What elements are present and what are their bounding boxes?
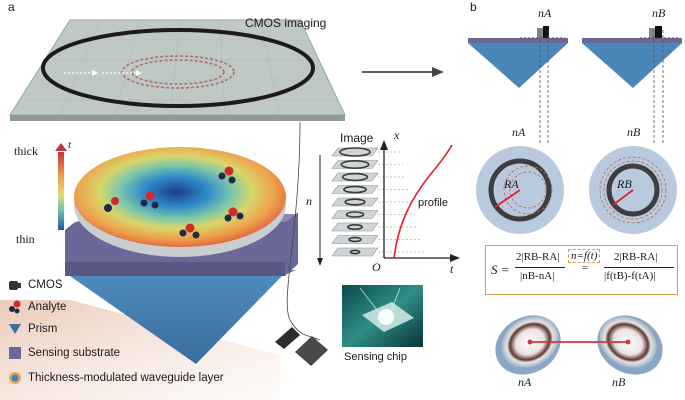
image-slice-ring	[343, 185, 367, 194]
image-slice-ring	[339, 147, 371, 157]
label-ra: RA	[504, 177, 519, 191]
analyte-icon	[9, 300, 21, 314]
legend-item-cmos: CMOS	[8, 277, 63, 293]
label-na-bottom: nA	[518, 375, 532, 389]
sensing-chip-label: Sensing chip	[344, 351, 407, 363]
tilted-disk-b	[597, 315, 663, 375]
cmos-plate-edge	[10, 115, 345, 121]
formula-den1: |nB-nA|	[520, 270, 555, 282]
image-slice-ring	[341, 172, 369, 182]
axis-t-label: t	[450, 262, 454, 276]
label-na-top: nA	[538, 6, 552, 20]
image-slice	[331, 147, 379, 157]
thickness-t-label: t	[68, 139, 72, 151]
cmos-imaging-label: CMOS imaging	[245, 16, 327, 30]
camera-lens	[275, 327, 300, 349]
analyte-molecules	[104, 166, 244, 239]
label-na-mid: nA	[512, 125, 526, 139]
image-slice-ring	[348, 236, 362, 243]
formula-s: S =	[491, 262, 510, 277]
label-nb-mid: nB	[627, 125, 641, 139]
origin-label: O	[372, 260, 381, 274]
label-nb-top: nB	[652, 6, 666, 20]
cmos-inner-ring-1	[121, 55, 235, 89]
formula-num2: 2|RB-RA|	[614, 251, 658, 263]
cmos-icon	[9, 281, 21, 290]
prism-b-group	[582, 26, 682, 145]
light-beam	[0, 300, 280, 400]
thick-label: thick	[14, 144, 38, 158]
ring-image-b	[589, 146, 677, 234]
image-slice-ring	[340, 160, 370, 170]
cmos-glass-plate	[9, 19, 346, 116]
image-slice-ring	[349, 249, 361, 255]
image-slice-ring	[346, 224, 363, 231]
camera-body	[295, 336, 328, 366]
label-nb-bottom: nB	[612, 375, 626, 389]
formula-num1: 2|RB-RA|	[516, 251, 560, 263]
thickness-colorbar	[58, 152, 64, 230]
camera-cable	[286, 121, 321, 341]
prism-icon	[9, 324, 21, 334]
waveguide-icon	[9, 372, 21, 384]
image-label: Image	[340, 131, 374, 145]
image-slice	[331, 235, 379, 244]
image-slice-ring	[344, 198, 366, 206]
image-slice	[331, 160, 379, 169]
image-slice-ring	[345, 211, 365, 218]
image-slice	[331, 222, 379, 232]
prism-a-group	[468, 26, 568, 145]
image-stack	[331, 147, 424, 257]
panel-label-a: a	[8, 0, 15, 14]
legend-item-waveguide: Thickness-modulated waveguide layer	[8, 370, 224, 386]
profile-label: profile	[418, 197, 448, 209]
panel-label-b: b	[470, 0, 477, 14]
label-rb: RB	[617, 177, 632, 191]
cmos-inner-ring-2	[131, 59, 225, 85]
cmos-outer-ring	[41, 28, 315, 108]
n-label: n	[306, 194, 312, 208]
image-slice	[331, 185, 379, 194]
profile-curve	[393, 144, 453, 259]
formula-condition: n=f(t)	[568, 249, 601, 263]
legend-item-substrate: Sensing substrate	[8, 345, 120, 361]
ring-image-a	[476, 146, 564, 234]
tilted-disk-a	[495, 315, 561, 375]
thin-label: thin	[16, 232, 35, 246]
sensitivity-formula: S = 2|RB-RA| |nB-nA| n=f(t) = 2|RB-RA| |…	[485, 245, 678, 295]
substrate-front	[65, 262, 285, 276]
formula-den2: |f(tB)-f(tA)|	[604, 270, 656, 282]
image-slice	[331, 210, 379, 219]
prism	[70, 276, 282, 364]
legend-item-analyte: Analyte	[8, 299, 66, 315]
axis-x-label: x	[394, 128, 400, 142]
image-slice	[331, 197, 379, 207]
image-slice	[331, 247, 379, 257]
legend-item-prism: Prism	[8, 321, 57, 337]
substrate-icon	[9, 347, 21, 359]
formula-eq: =	[582, 262, 589, 274]
